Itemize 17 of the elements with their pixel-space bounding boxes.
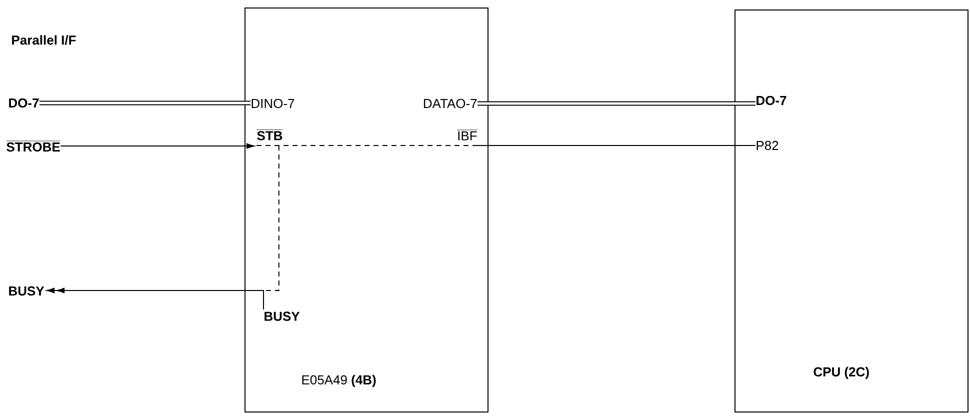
signal-label: DO-7 <box>9 98 39 108</box>
signal-label: STROBE <box>6 140 61 152</box>
bus-line <box>478 101 756 106</box>
pin-label: DATAO-7 <box>424 98 477 108</box>
signal-arrow <box>46 288 264 310</box>
signal-line <box>477 145 756 146</box>
pin-label: DINO-7 <box>252 98 294 108</box>
signal-arrow <box>60 143 254 149</box>
pin-label: P82 <box>756 140 778 150</box>
signal-line <box>256 145 478 146</box>
heading: Parallel I/F <box>12 35 76 45</box>
pin-label: DO-7 <box>756 96 786 106</box>
bus-line <box>39 100 250 106</box>
signal-label: BUSY <box>9 286 44 296</box>
pin-label: BUSY <box>264 312 300 321</box>
pin-label: STB <box>256 129 283 140</box>
pin-label: IBF <box>456 130 478 140</box>
